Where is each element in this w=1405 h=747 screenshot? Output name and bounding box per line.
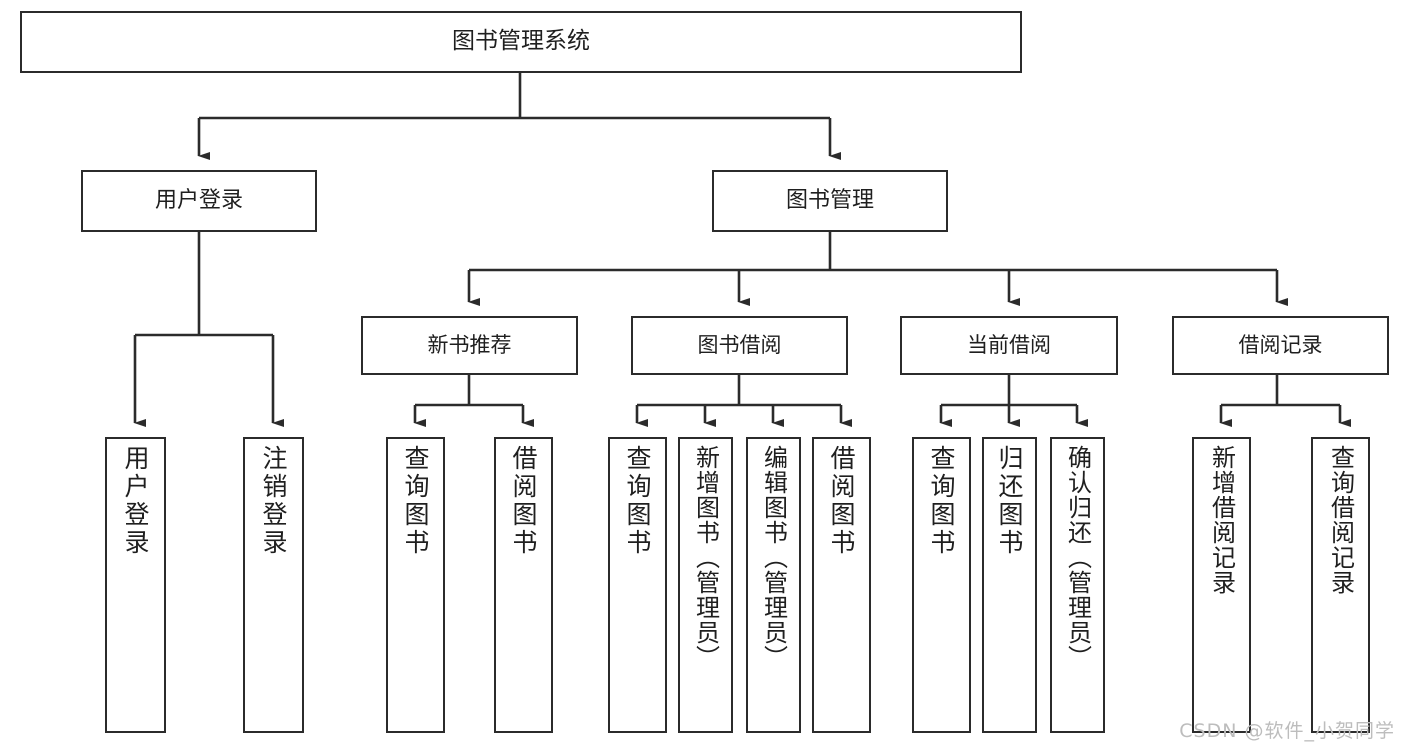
leaf-add-borrow-record[interactable]: 新增借阅记录 xyxy=(1192,437,1251,733)
watermark: CSDN @软件_小贺同学 xyxy=(1179,720,1395,742)
node-user-login-label: 用户登录 xyxy=(154,188,243,214)
node-new-book-recommend-label: 新书推荐 xyxy=(427,333,512,358)
leaf-edit-book-admin-label: 编辑图书（管理员） xyxy=(759,445,788,670)
leaf-borrow-query-book[interactable]: 查询图书 xyxy=(608,437,667,733)
leaf-return-book[interactable]: 归还图书 xyxy=(982,437,1037,733)
leaf-recommend-borrow-book[interactable]: 借阅图书 xyxy=(494,437,553,733)
node-root-label: 图书管理系统 xyxy=(452,28,590,55)
leaf-recommend-borrow-book-label: 借阅图书 xyxy=(509,445,538,557)
leaf-return-book-label: 归还图书 xyxy=(995,445,1024,557)
leaf-borrow-book[interactable]: 借阅图书 xyxy=(812,437,871,733)
leaf-user-login-label: 用户登录 xyxy=(121,445,150,557)
leaf-logout-login[interactable]: 注销登录 xyxy=(243,437,304,733)
leaf-recommend-query-book-label: 查询图书 xyxy=(401,445,430,557)
leaf-edit-book-admin[interactable]: 编辑图书（管理员） xyxy=(746,437,801,733)
leaf-query-borrow-record-label: 查询借阅记录 xyxy=(1326,445,1355,595)
leaf-confirm-return-admin-label: 确认归还（管理员） xyxy=(1063,445,1092,670)
leaf-add-borrow-record-label: 新增借阅记录 xyxy=(1207,445,1236,595)
leaf-borrow-book-label: 借阅图书 xyxy=(827,445,856,557)
leaf-borrow-query-book-label: 查询图书 xyxy=(623,445,652,557)
leaf-logout-login-label: 注销登录 xyxy=(259,445,288,557)
node-book-management-label: 图书管理 xyxy=(785,188,874,214)
node-current-borrow-label: 当前借阅 xyxy=(967,333,1051,358)
node-borrow-record[interactable]: 借阅记录 xyxy=(1172,316,1389,375)
leaf-query-borrow-record[interactable]: 查询借阅记录 xyxy=(1311,437,1370,733)
leaf-user-login[interactable]: 用户登录 xyxy=(105,437,166,733)
leaf-recommend-query-book[interactable]: 查询图书 xyxy=(386,437,445,733)
node-root[interactable]: 图书管理系统 xyxy=(20,11,1022,73)
node-borrow-record-label: 借阅记录 xyxy=(1238,333,1323,358)
leaf-add-book-admin-label: 新增图书（管理员） xyxy=(691,445,720,670)
leaf-confirm-return-admin[interactable]: 确认归还（管理员） xyxy=(1050,437,1105,733)
node-book-borrow[interactable]: 图书借阅 xyxy=(631,316,848,375)
leaf-add-book-admin[interactable]: 新增图书（管理员） xyxy=(678,437,733,733)
node-book-borrow-label: 图书借阅 xyxy=(697,333,782,358)
node-current-borrow[interactable]: 当前借阅 xyxy=(900,316,1118,375)
node-new-book-recommend[interactable]: 新书推荐 xyxy=(361,316,578,375)
leaf-current-query-book[interactable]: 查询图书 xyxy=(912,437,971,733)
node-user-login[interactable]: 用户登录 xyxy=(81,170,317,232)
node-book-management[interactable]: 图书管理 xyxy=(712,170,948,232)
leaf-current-query-book-label: 查询图书 xyxy=(927,445,956,557)
